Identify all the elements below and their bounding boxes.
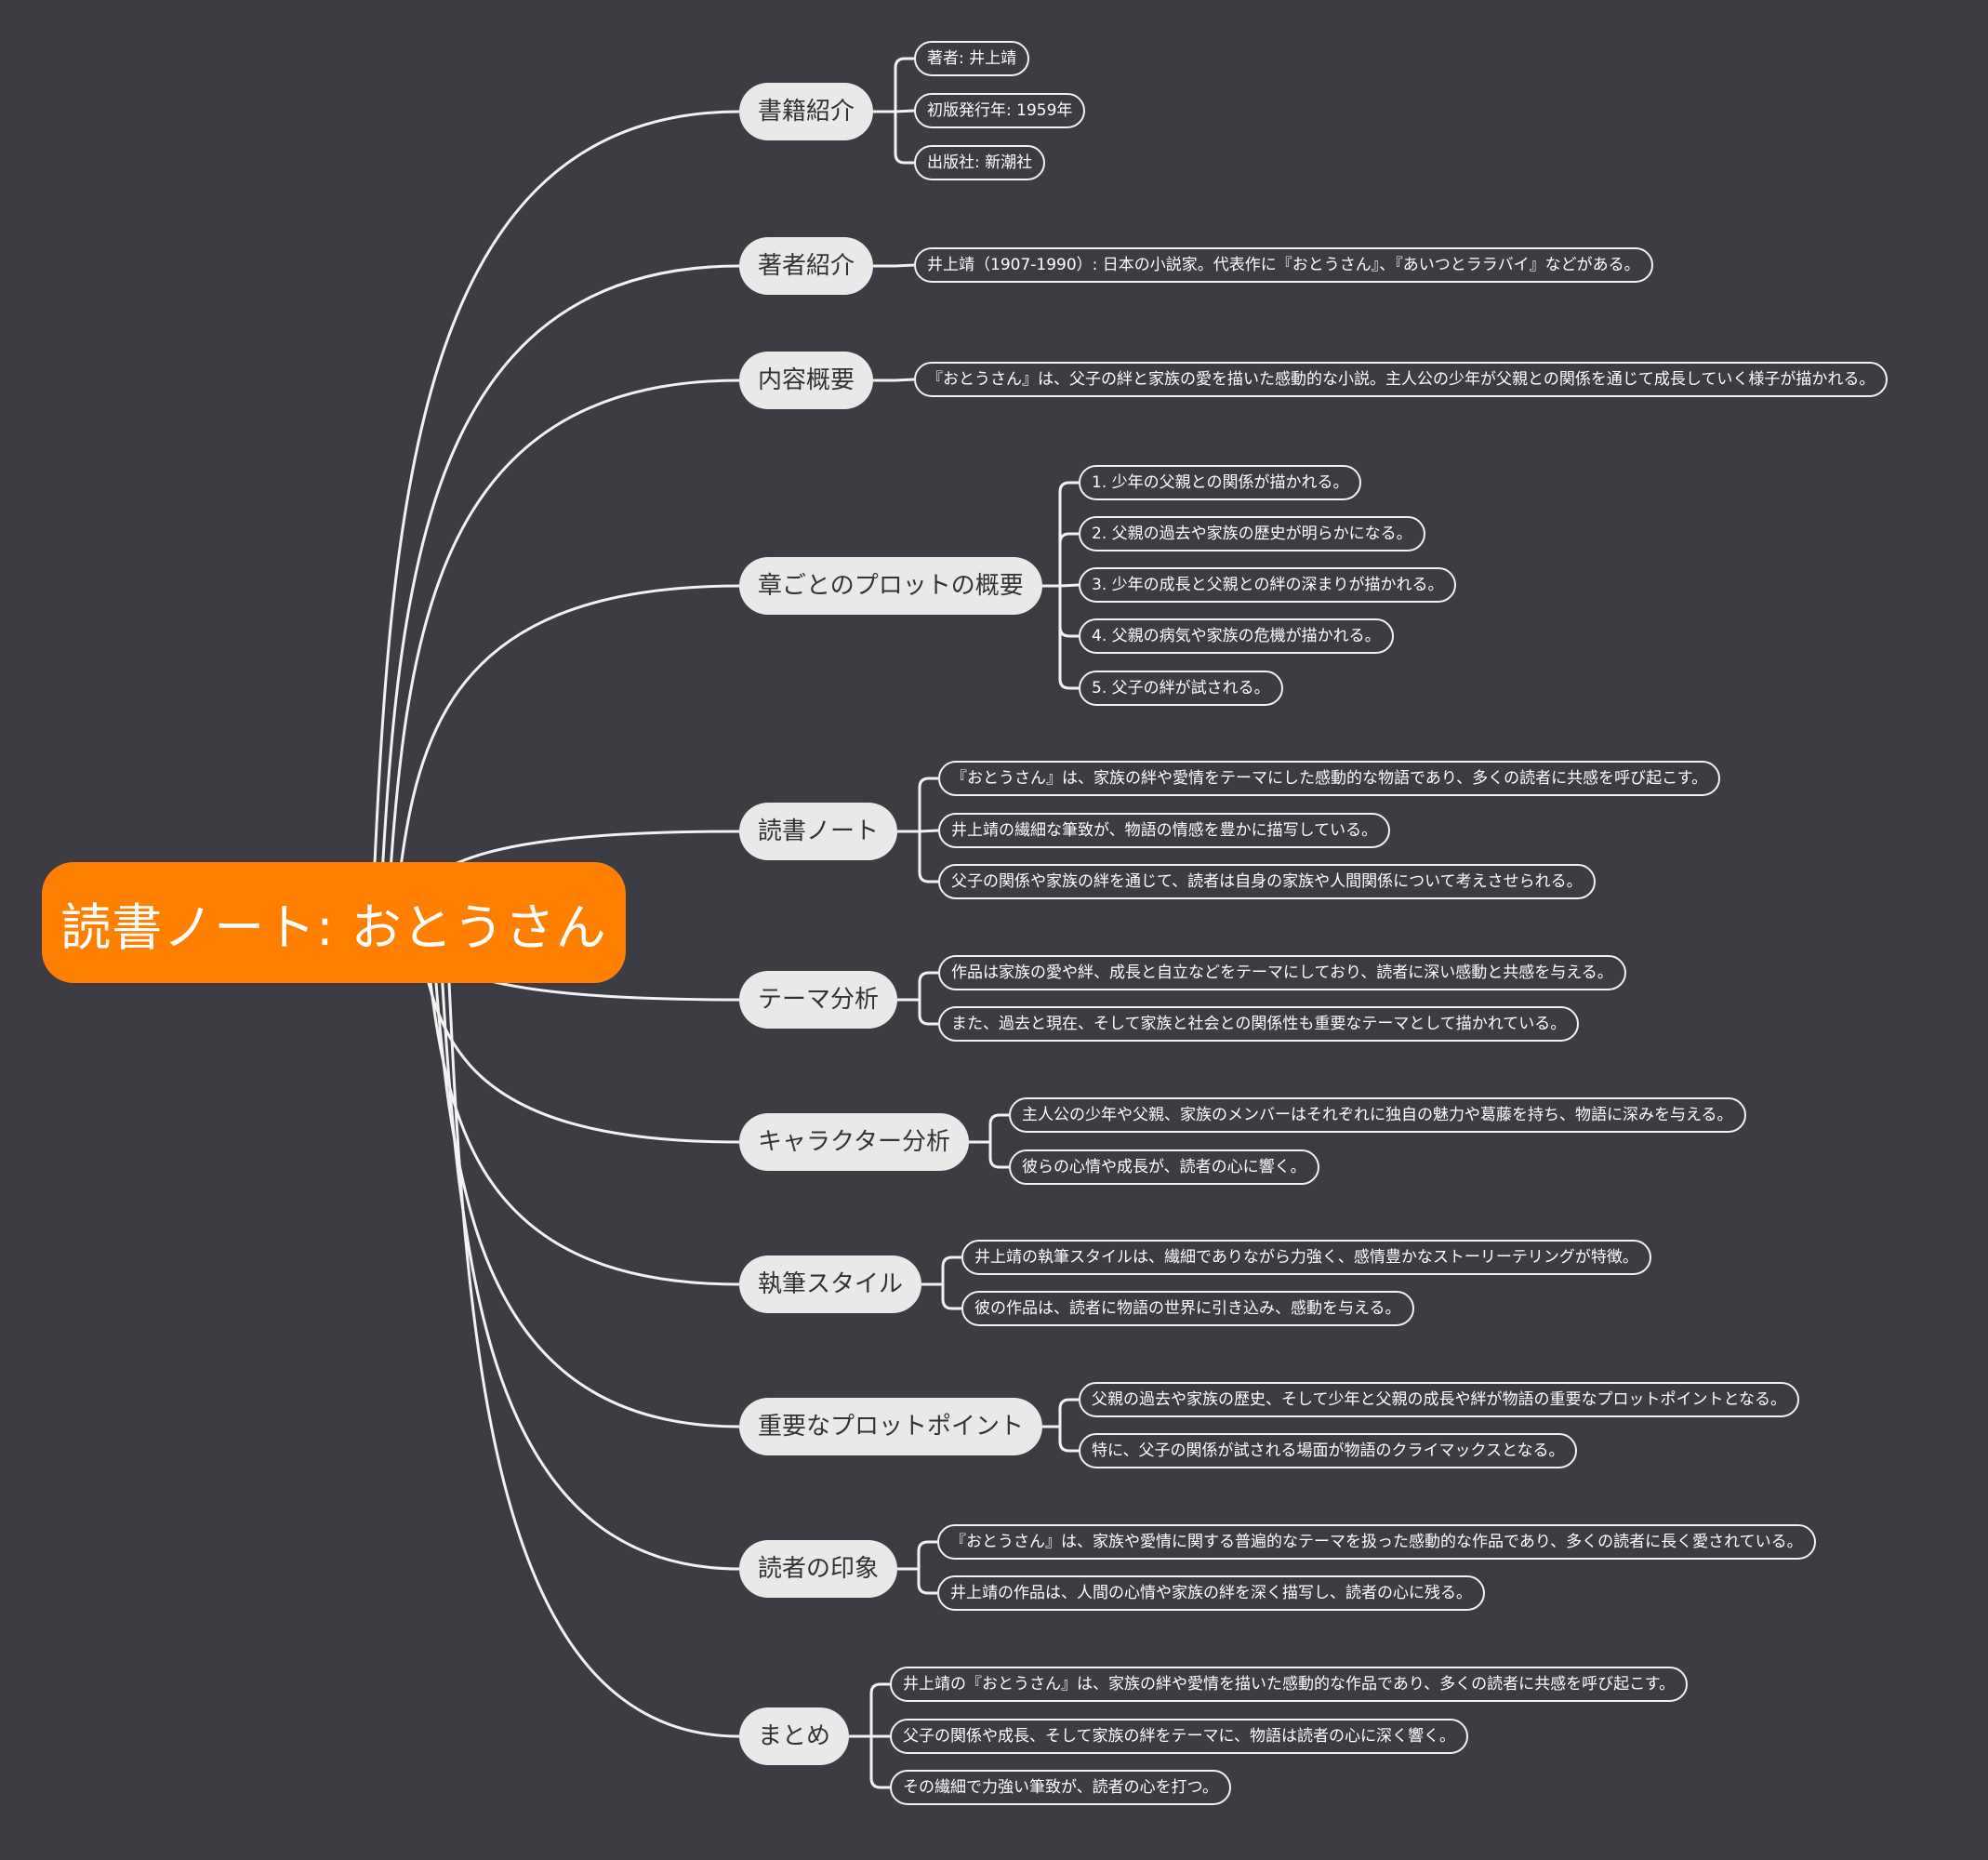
leaf-node[interactable]: 1. 少年の父親との関係が描かれる。 [1079, 465, 1362, 500]
leaf-node[interactable]: 彼の作品は、読者に物語の世界に引き込み、感動を与える。 [961, 1291, 1414, 1326]
leaf-node[interactable]: 『おとうさん』は、家族や愛情に関する普遍的なテーマを扱った感動的な作品であり、多… [937, 1524, 1816, 1560]
branch-connector [437, 922, 740, 1571]
leaf-connector [918, 971, 938, 1000]
branch-connector [370, 110, 740, 923]
leaf-connector [869, 1682, 890, 1736]
branch-node[interactable]: 読者の印象 [739, 1540, 898, 1598]
branch-node[interactable]: テーマ分析 [739, 971, 898, 1029]
leaf-node[interactable]: 井上靖の『おとうさん』は、家族の絆や愛情を描いた感動的な作品であり、多くの読者に… [890, 1667, 1689, 1702]
branch-node[interactable]: キャラクター分析 [739, 1113, 969, 1171]
leaf-connector [941, 1256, 961, 1284]
branch-node[interactable]: まとめ [739, 1707, 850, 1765]
leaf-node[interactable]: 作品は家族の愛や絆、成長と自立などをテーマにしており、読者に深い感動と共感を与え… [938, 955, 1626, 990]
leaf-node[interactable]: 初版発行年: 1959年 [914, 93, 1086, 128]
branch-node[interactable]: 書籍紹介 [739, 83, 874, 140]
leaf-connector [894, 112, 914, 165]
leaf-node[interactable]: 著者: 井上靖 [914, 41, 1030, 76]
leaf-connector [1058, 1398, 1079, 1427]
leaf-node[interactable]: 井上靖（1907-1990）: 日本の小説家。代表作に『おとうさん』、『あいつと… [914, 247, 1653, 283]
branch-connector [378, 264, 740, 923]
leaf-connector [1058, 532, 1079, 586]
leaf-connector [895, 109, 915, 113]
leaf-node[interactable]: 『おとうさん』は、父子の絆と家族の愛を描いた感動的な小説。主人公の少年が父親との… [914, 362, 1889, 397]
leaf-connector [919, 829, 939, 833]
branch-node[interactable]: 著者紹介 [739, 237, 874, 295]
branch-connector [422, 922, 740, 1286]
leaf-node[interactable]: 出版社: 新潮社 [914, 145, 1046, 180]
leaf-connector [988, 1142, 1009, 1169]
leaf-connector [918, 831, 938, 884]
leaf-connector [1058, 1427, 1079, 1453]
branch-node[interactable]: 内容概要 [739, 352, 874, 409]
branch-connector [392, 584, 740, 923]
leaf-connector [941, 1284, 961, 1310]
leaf-connector [918, 1000, 938, 1026]
leaf-node[interactable]: 井上靖の作品は、人間の心情や家族の絆を深く描写し、読者の心に残る。 [937, 1575, 1485, 1611]
branch-node[interactable]: 重要なプロットポイント [739, 1398, 1043, 1455]
leaf-connector [917, 1540, 937, 1569]
leaf-connector [895, 378, 915, 382]
leaf-connector [1059, 583, 1080, 588]
branch-connector [385, 379, 740, 923]
leaf-node[interactable]: その繊細で力強い筆致が、読者の心を打つ。 [890, 1770, 1231, 1805]
central-topic[interactable]: 読書ノート: おとうさん [42, 862, 626, 983]
branch-connector [430, 922, 740, 1428]
leaf-node[interactable]: 彼らの心情や成長が、読者の心に響く。 [1009, 1149, 1319, 1185]
leaf-node[interactable]: 父子の関係や家族の絆を通じて、読者は自身の家族や人間関係について考えさせられる。 [938, 864, 1596, 899]
leaf-connector [988, 1113, 1009, 1142]
leaf-node[interactable]: 父子の関係や成長、そして家族の絆をテーマに、物語は読者の心に深く響く。 [890, 1719, 1468, 1754]
leaf-node[interactable]: 5. 父子の絆が試される。 [1079, 671, 1283, 706]
leaf-connector [1058, 481, 1079, 586]
leaf-connector [917, 1569, 937, 1595]
leaf-node[interactable]: 父親の過去や家族の歴史、そして少年と父親の成長や絆が物語の重要なプロットポイント… [1079, 1382, 1799, 1417]
leaf-node[interactable]: また、過去と現在、そして家族と社会との関係性も重要なテーマとして描かれている。 [938, 1006, 1580, 1042]
branch-node[interactable]: 執筆スタイル [739, 1256, 922, 1313]
branch-connector [444, 922, 740, 1738]
leaf-connector [869, 1736, 890, 1789]
leaf-connector [1058, 586, 1079, 638]
leaf-node[interactable]: 特に、父子の関係が試される場面が物語のクライマックスとなる。 [1079, 1433, 1578, 1468]
leaf-connector [1058, 586, 1079, 690]
leaf-connector [894, 57, 914, 112]
leaf-node[interactable]: 2. 父親の過去や家族の歴史が明らかになる。 [1079, 516, 1425, 551]
branch-node[interactable]: 章ごとのプロットの概要 [739, 557, 1042, 615]
leaf-node[interactable]: 3. 少年の成長と父親との絆の深まりが描かれる。 [1079, 567, 1457, 603]
leaf-connector [895, 263, 915, 268]
leaf-node[interactable]: 4. 父親の病気や家族の危機が描かれる。 [1079, 618, 1394, 654]
leaf-node[interactable]: 井上靖の繊細な筆致が、物語の情感を豊かに描写している。 [938, 813, 1391, 848]
leaf-connector [918, 777, 938, 831]
branch-node[interactable]: 読書ノート [739, 803, 898, 860]
leaf-node[interactable]: 主人公の少年や父親、家族のメンバーはそれぞれに独自の魅力や葛藤を持ち、物語に深み… [1009, 1097, 1746, 1133]
leaf-node[interactable]: 井上靖の執筆スタイルは、繊細でありながら力強く、感情豊かなストーリーテリングが特… [961, 1240, 1651, 1275]
leaf-node[interactable]: 『おとうさん』は、家族の絆や愛情をテーマにした感動的な物語であり、多くの読者に共… [938, 761, 1721, 796]
